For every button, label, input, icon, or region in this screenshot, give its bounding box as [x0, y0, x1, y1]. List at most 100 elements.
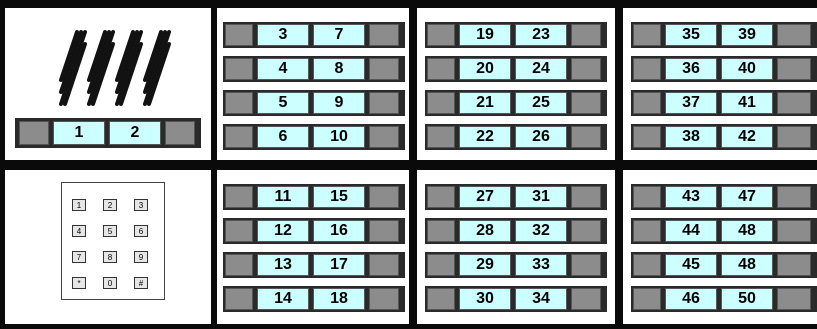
number-cell[interactable]: 16	[313, 220, 365, 242]
number-cell[interactable]: 8	[313, 58, 365, 80]
diagonal-hatch-icon	[55, 22, 171, 108]
number-cell[interactable]: 37	[665, 92, 717, 114]
number-cell[interactable]: 38	[665, 126, 717, 148]
number-cell[interactable]: 23	[515, 24, 567, 46]
number-cell[interactable]: 21	[459, 92, 511, 114]
number-cell[interactable]: 6	[257, 126, 309, 148]
number-cell[interactable]: 10	[313, 126, 365, 148]
side-cell	[369, 58, 399, 80]
number-cell[interactable]: 41	[721, 92, 773, 114]
number-cell[interactable]: 19	[459, 24, 511, 46]
side-cell	[777, 92, 811, 114]
side-cell	[427, 254, 455, 276]
number-cell[interactable]: 44	[665, 220, 717, 242]
number-cell[interactable]: 47	[721, 186, 773, 208]
number-cell[interactable]: 17	[313, 254, 365, 276]
number-cell[interactable]: 28	[459, 220, 511, 242]
side-cell	[571, 92, 601, 114]
number-cell[interactable]: 3	[257, 24, 309, 46]
number-cell[interactable]: 4	[257, 58, 309, 80]
keypad-key: 5	[103, 225, 117, 237]
button-2[interactable]: 2	[109, 121, 161, 145]
number-cell[interactable]: 18	[313, 288, 365, 310]
number-cell[interactable]: 29	[459, 254, 511, 276]
number-cell[interactable]: 43	[665, 186, 717, 208]
cell-top-left: 1 2	[5, 8, 211, 160]
side-cell	[777, 288, 811, 310]
number-cell[interactable]: 14	[257, 288, 309, 310]
number-cell[interactable]: 25	[515, 92, 567, 114]
number-cell[interactable]: 15	[313, 186, 365, 208]
number-cell[interactable]: 11	[257, 186, 309, 208]
number-cell[interactable]: 26	[515, 126, 567, 148]
number-cell[interactable]: 42	[721, 126, 773, 148]
side-cell	[777, 220, 811, 242]
keypad-key: 6	[134, 225, 148, 237]
button-row: 1 2	[15, 118, 201, 148]
number-cell[interactable]: 45	[665, 254, 717, 276]
number-cell[interactable]: 48	[721, 254, 773, 276]
side-cell	[571, 24, 601, 46]
keypad-key: 3	[134, 199, 148, 211]
number-cell[interactable]: 40	[721, 58, 773, 80]
side-cell	[369, 92, 399, 114]
side-cell-left	[19, 121, 49, 145]
number-cell[interactable]: 12	[257, 220, 309, 242]
number-cell[interactable]: 30	[459, 288, 511, 310]
side-cell	[427, 58, 455, 80]
number-cell[interactable]: 35	[665, 24, 717, 46]
number-cell[interactable]: 27	[459, 186, 511, 208]
number-cell[interactable]: 7	[313, 24, 365, 46]
keypad-key: *	[72, 277, 86, 289]
number-cell[interactable]: 5	[257, 92, 309, 114]
number-cell[interactable]: 48	[721, 220, 773, 242]
keypad-key: 0	[103, 277, 117, 289]
side-cell	[777, 186, 811, 208]
side-cell	[369, 126, 399, 148]
side-cell	[633, 288, 661, 310]
number-cell[interactable]: 13	[257, 254, 309, 276]
number-cell[interactable]: 50	[721, 288, 773, 310]
number-cell[interactable]: 36	[665, 58, 717, 80]
number-cell[interactable]: 34	[515, 288, 567, 310]
side-cell	[571, 186, 601, 208]
number-cell[interactable]: 39	[721, 24, 773, 46]
keypad-key: 4	[72, 225, 86, 237]
button-1[interactable]: 1	[53, 121, 105, 145]
side-cell	[571, 58, 601, 80]
number-cell[interactable]: 31	[515, 186, 567, 208]
side-cell	[633, 186, 661, 208]
number-cell[interactable]: 32	[515, 220, 567, 242]
cell-bottom-left: 1 2 3 4 5 6 7 8 9 * 0 #	[5, 170, 211, 324]
side-cell	[427, 186, 455, 208]
side-cell	[777, 126, 811, 148]
side-cell	[571, 126, 601, 148]
number-cell[interactable]: 22	[459, 126, 511, 148]
number-cell[interactable]: 24	[515, 58, 567, 80]
number-cell[interactable]: 33	[515, 254, 567, 276]
keypad-key: 2	[103, 199, 117, 211]
number-cell[interactable]: 9	[313, 92, 365, 114]
side-cell	[571, 254, 601, 276]
number-cell[interactable]: 20	[459, 58, 511, 80]
number-cell[interactable]: 46	[665, 288, 717, 310]
